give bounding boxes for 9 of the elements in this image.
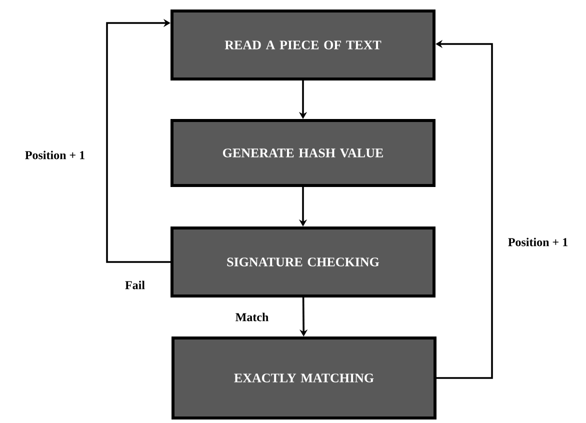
edge-label: Match <box>236 312 268 322</box>
loop-label: Position + 1 <box>25 150 84 160</box>
process-box: EXACTLY MATCHING <box>172 336 436 420</box>
arrow <box>106 18 170 263</box>
process-box: READ A PIECE OF TEXT <box>170 10 436 80</box>
process-box: GENERATE HASH VALUE <box>170 119 436 187</box>
edge-label: Fail <box>125 280 145 290</box>
loop-label: Position + 1 <box>508 238 568 246</box>
process-box: SIGNATURE CHECKING <box>170 226 436 298</box>
